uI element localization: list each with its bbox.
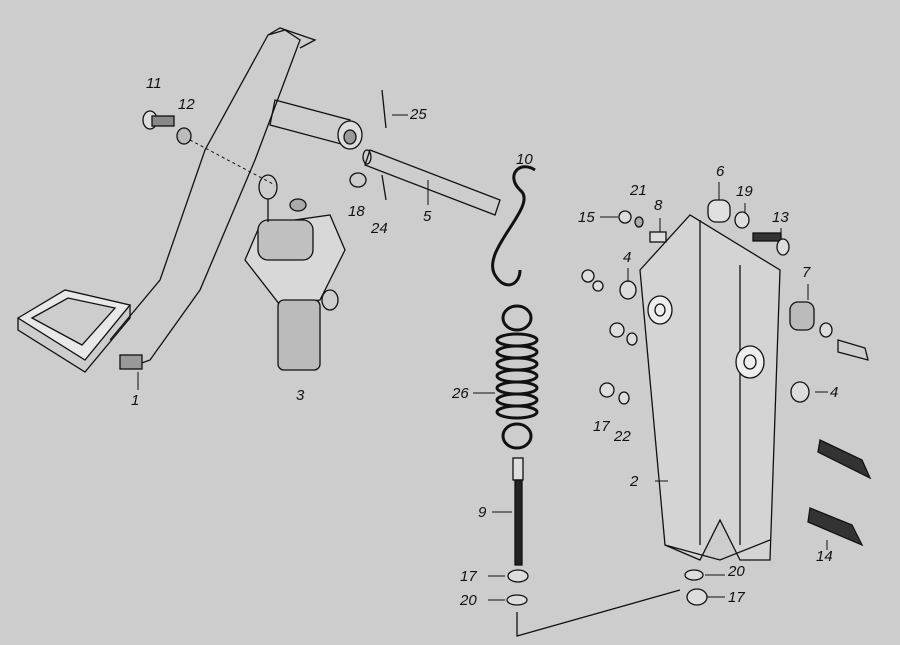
spring-part-26	[495, 304, 539, 450]
nut-part-18	[349, 172, 367, 188]
part-label-9: 9	[478, 504, 487, 521]
part-label-15: 15	[578, 209, 595, 226]
part-label-11: 11	[146, 75, 162, 92]
part-label-10: 10	[516, 151, 533, 168]
leader-lines	[137, 114, 828, 601]
part-label-13: 13	[772, 209, 789, 226]
part-label-3: 3	[296, 387, 305, 404]
part-label-17: 17	[460, 568, 477, 585]
master-cylinder-part-3	[244, 174, 346, 371]
part-label-25: 25	[410, 106, 427, 123]
pin-part-5	[362, 149, 501, 216]
part-label-7: 7	[802, 264, 811, 281]
part-label-26: 26	[452, 385, 469, 402]
part-label-4: 4	[830, 384, 839, 401]
part-label-22: 22	[614, 428, 631, 445]
part-label-20: 20	[460, 592, 477, 609]
part-label-2: 2	[630, 473, 639, 490]
bolt-part-11	[142, 110, 192, 145]
bracket-part-2	[639, 214, 781, 561]
part-label-21: 21	[630, 182, 647, 199]
rod-part-9	[506, 457, 681, 637]
part-label-17: 17	[728, 589, 745, 606]
part-label-8: 8	[654, 197, 663, 214]
part-label-6: 6	[716, 163, 725, 180]
part-label-20: 20	[728, 563, 745, 580]
cotter-pin-part-24	[381, 174, 387, 201]
hook-part-10	[491, 165, 536, 287]
part-label-12: 12	[178, 96, 195, 113]
part-label-18: 18	[348, 203, 365, 220]
part-label-24: 24	[371, 220, 388, 237]
part-label-19: 19	[736, 183, 753, 200]
part-label-1: 1	[131, 392, 140, 409]
pivot-arm	[269, 99, 363, 150]
part-label-4: 4	[623, 249, 632, 266]
cotter-pin-part-25	[381, 89, 387, 129]
part-label-14: 14	[816, 548, 833, 565]
pedal-part-1	[16, 27, 317, 373]
part-label-5: 5	[423, 208, 432, 225]
part-label-17: 17	[593, 418, 610, 435]
